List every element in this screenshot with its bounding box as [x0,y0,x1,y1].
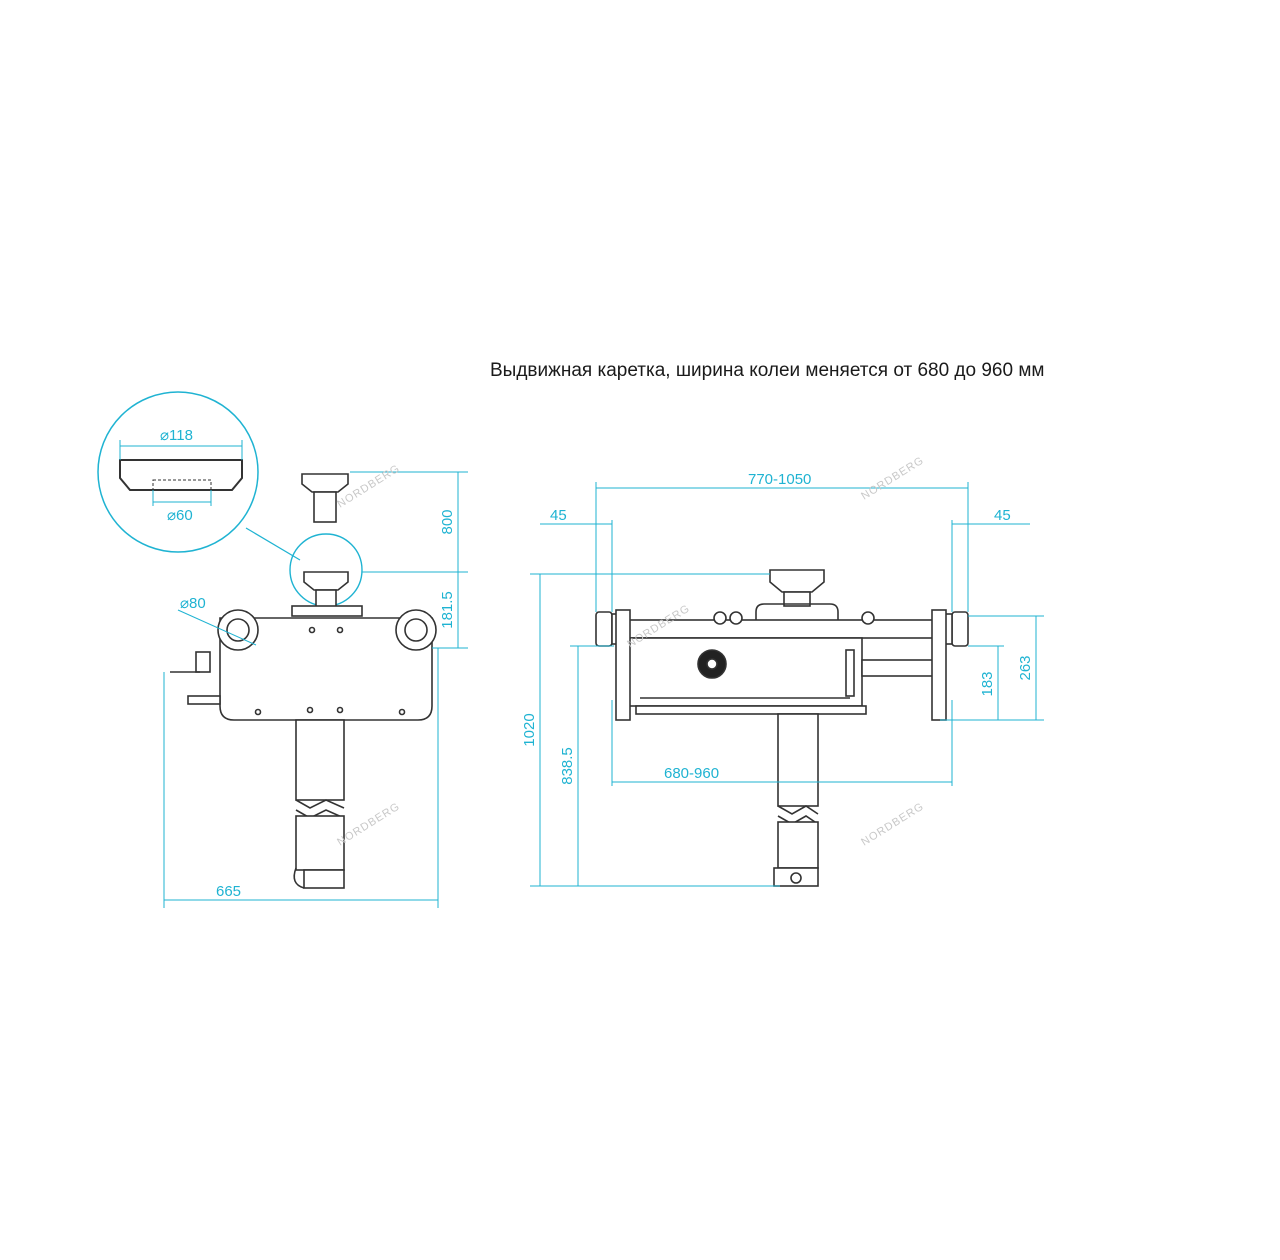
detail-inner-diameter: ⌀60 [167,507,193,524]
front-height-total: 1020 [521,713,538,746]
watermark-2: NORDBERG [335,800,402,848]
detail-magnifier: ⌀118 ⌀60 [97,391,301,561]
front-height-183: 183 [979,671,996,696]
front-right-offset: 45 [994,507,1011,524]
side-roller-diameter: ⌀80 [180,595,206,612]
side-view [170,473,437,889]
diagram-caption: Выдвижная каретка, ширина колеи меняется… [490,360,1045,381]
front-view-dimensions [530,482,1044,887]
watermark-4: NORDBERG [859,454,926,502]
watermark-5: NORDBERG [859,800,926,848]
front-height-263: 263 [1017,655,1034,680]
side-height-top: 800 [439,509,456,534]
front-track-width: 680-960 [664,765,719,782]
side-width: 665 [216,883,241,900]
front-view [595,569,969,887]
front-left-offset: 45 [550,507,567,524]
front-height-mid: 838.5 [559,747,576,785]
detail-outer-diameter: ⌀118 [160,427,193,444]
side-height-bottom: 181.5 [439,591,456,629]
side-view-dimensions [163,471,468,908]
front-width-outer: 770-1050 [748,471,811,488]
